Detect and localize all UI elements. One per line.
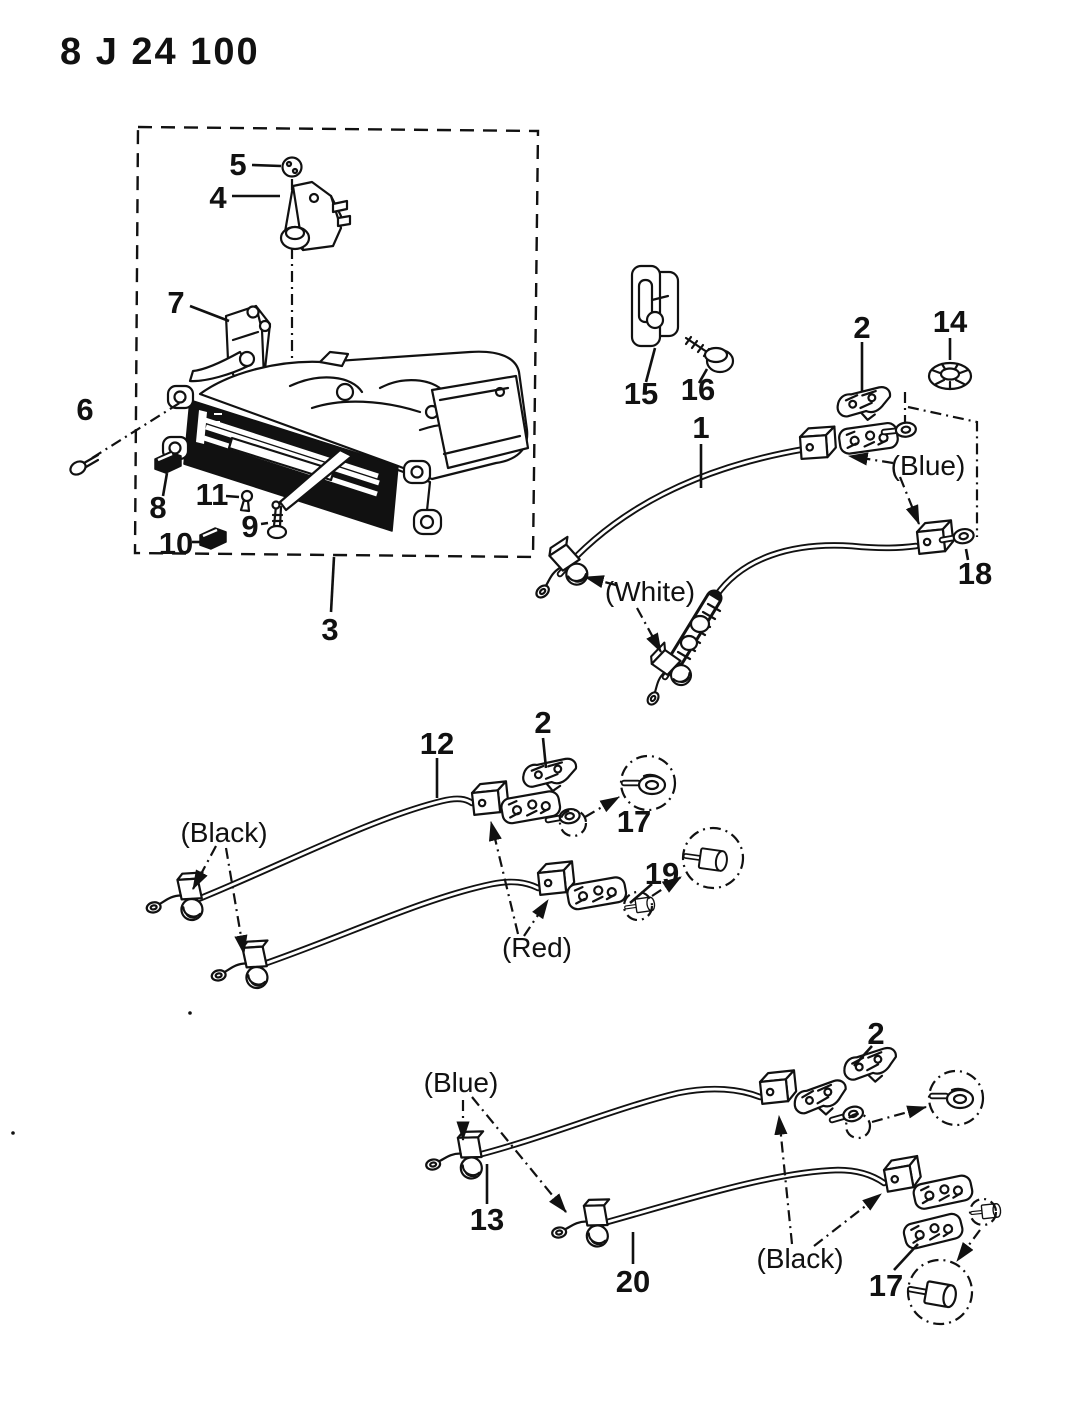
- part-6-screw: [69, 453, 100, 476]
- part-3-control-head: [161, 350, 530, 536]
- part-2-clip-bot: [840, 1044, 903, 1090]
- part-14-grommet: [927, 338, 973, 391]
- part-12-cable: [140, 780, 588, 931]
- callout-3: 3: [321, 612, 338, 647]
- callout-17-mid: 17: [617, 804, 651, 839]
- eyelet-detail-circle-bot: [927, 1069, 985, 1127]
- callout-14: 14: [933, 304, 968, 339]
- part-20-cable: [546, 1154, 1002, 1256]
- callout-11: 11: [196, 477, 229, 512]
- callout-15: 15: [624, 376, 658, 411]
- tag-red-mid: (Red): [502, 932, 572, 963]
- part-8-knob: [153, 450, 183, 475]
- part-13-cable: [420, 1069, 872, 1188]
- drawing-number: 8 J 24 100: [60, 31, 260, 73]
- callout-20: 20: [616, 1264, 650, 1299]
- part-17-plate-bot: [900, 1210, 966, 1252]
- callout-6: 6: [76, 392, 93, 427]
- callout-10: 10: [159, 526, 193, 561]
- callout-13: 13: [470, 1202, 504, 1237]
- ferrule-detail-circle-bot: [908, 1258, 974, 1326]
- tag-black-mid: (Black): [180, 817, 267, 848]
- callout-2-top: 2: [853, 310, 870, 345]
- part-9-screw: [266, 500, 288, 540]
- tag-blue-bot: (Blue): [424, 1067, 499, 1098]
- callout-2-bot: 2: [867, 1016, 884, 1051]
- part-2-clip-mid: [520, 756, 581, 796]
- callout-9: 9: [241, 509, 258, 544]
- callout-2-mid: 2: [534, 705, 551, 740]
- callout-4: 4: [209, 180, 227, 215]
- part-2-clip-top: [834, 384, 895, 426]
- part-10-knob: [198, 526, 228, 551]
- callout-17-bot: 17: [869, 1268, 903, 1303]
- part-15-bracket: [630, 264, 680, 348]
- callout-12: 12: [420, 726, 454, 761]
- callout-16: 16: [681, 372, 715, 407]
- red-cable: [205, 860, 655, 999]
- assembly-boundary-box: [133, 125, 540, 559]
- callout-1: 1: [692, 410, 709, 445]
- ferrule-detail-circle-mid: [683, 826, 745, 890]
- print-speck: [11, 1131, 15, 1135]
- callout-7: 7: [167, 285, 184, 320]
- callout-19: 19: [645, 856, 679, 891]
- callout-5: 5: [229, 147, 246, 182]
- eyelet-detail-circle-mid: [619, 754, 677, 812]
- print-speck: [188, 1011, 192, 1015]
- part-11-pin: [239, 489, 254, 513]
- part-4-bracket: [279, 180, 352, 252]
- part-16-screw: [684, 335, 735, 374]
- tag-blue-top: (Blue): [891, 450, 966, 481]
- tag-white-top: (White): [605, 576, 695, 607]
- part-5-nut: [281, 156, 303, 178]
- part-1-cable-assembly: [518, 422, 974, 717]
- tag-black-bot: (Black): [756, 1243, 843, 1274]
- callout-8: 8: [149, 490, 166, 525]
- callout-18: 18: [958, 556, 992, 591]
